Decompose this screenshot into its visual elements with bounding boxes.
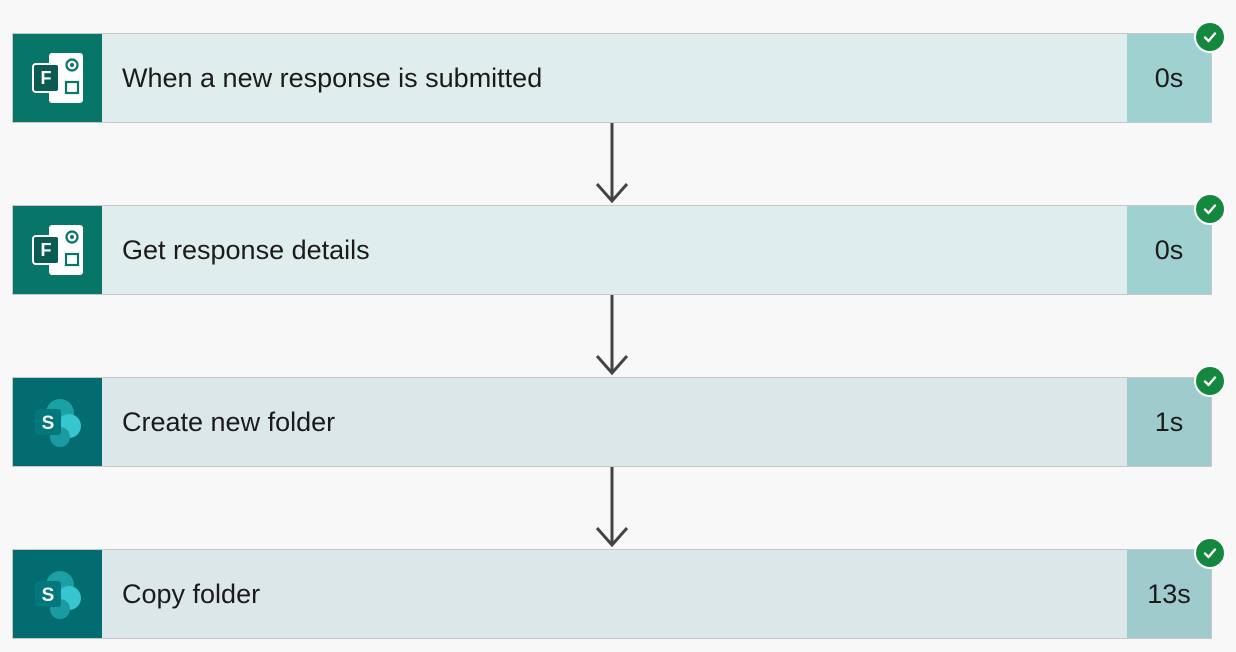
step-duration: 1s [1127, 378, 1211, 466]
success-check-icon [1194, 537, 1226, 569]
step-duration: 0s [1127, 34, 1211, 122]
connector-arrow-icon [596, 123, 628, 204]
svg-text:F: F [40, 240, 51, 260]
flow-step-get-response-details[interactable]: F Get response details 0s [12, 193, 1226, 295]
connector-arrow-icon [596, 467, 628, 548]
step-duration: 13s [1127, 550, 1211, 638]
svg-text:F: F [40, 68, 51, 88]
sharepoint-icon: S [13, 550, 102, 638]
svg-text:S: S [41, 585, 54, 606]
forms-icon: F [13, 34, 102, 122]
success-check-icon [1194, 21, 1226, 53]
svg-text:S: S [41, 413, 54, 434]
step-title: Create new folder [122, 406, 336, 437]
step-title: Get response details [122, 234, 370, 265]
step-title: When a new response is submitted [122, 62, 543, 93]
forms-icon: F [13, 206, 102, 294]
connector-arrow-icon [596, 295, 628, 376]
sharepoint-icon: S [13, 378, 102, 466]
success-check-icon [1194, 193, 1226, 225]
flow-step-copy-folder[interactable]: S Copy folder 13s [12, 537, 1226, 639]
step-duration: 0s [1127, 206, 1211, 294]
flow-step-trigger[interactable]: F When a new response is submitted 0s [12, 21, 1226, 123]
flow-step-create-new-folder[interactable]: S Create new folder 1s [12, 365, 1226, 467]
step-title: Copy folder [122, 578, 261, 609]
success-check-icon [1194, 365, 1226, 397]
